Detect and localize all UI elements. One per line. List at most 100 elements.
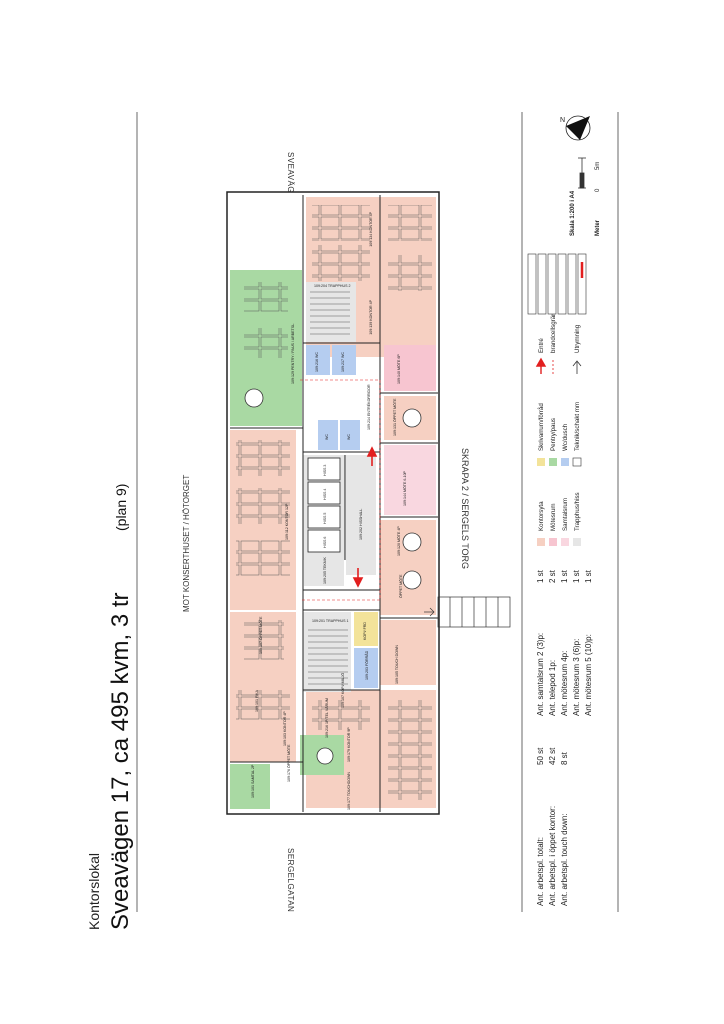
scale-five: 5m: [595, 162, 601, 170]
legend-swatch-motesrum: [549, 538, 557, 546]
zone-samtal-green: [230, 764, 270, 809]
stat-mote4-value: 1 st: [560, 569, 569, 583]
stat-telepod-label: Ant. telepod 1p:: [548, 660, 557, 716]
room-touchdown-b: 109:177 TOUCHDOWN: [347, 772, 351, 810]
stat-mote10-label: Ant. mötesrum 5 (10)p:: [584, 634, 593, 716]
legend-swatch-wc: [561, 458, 569, 466]
room-kontor-4p-c: 109:103 KONTOR 4P: [283, 711, 287, 746]
room-kontor-4p-b: 109:139 KONTOR 4P: [369, 299, 373, 334]
legend-swatch-teknik: [572, 457, 582, 467]
legend-label-pentry: Pentry/paus: [550, 418, 557, 451]
stat-mote4-label: Ant. mötesrum 4p:: [560, 651, 569, 716]
stat-touch-label: Ant. arbetspl. touch down:: [560, 814, 569, 907]
room-oppet-mote-c: 109:107 ÖPPET MÖTE: [259, 616, 263, 654]
scale-bar-icon: [527, 253, 587, 315]
zone-wc-3: [318, 420, 338, 450]
zone-meeting-6p: [384, 345, 436, 391]
entrance-legend-icon: [535, 357, 547, 374]
room-hiss-5: HISS 5: [323, 513, 327, 524]
legend-entre: Entré: [538, 338, 545, 353]
room-wc-d: WC: [347, 434, 351, 440]
zone-office-right-b: [380, 620, 436, 685]
zone-wc-2: [332, 345, 356, 375]
legend: Kontorsyta Mötesrum Samtalsrum Trapphus/…: [535, 309, 582, 546]
legend-swatch-pentry: [549, 458, 557, 466]
floor-plan: 109:134 KONTOR 4P 109:139 KONTOR 4P 109:…: [226, 191, 511, 815]
legend-brandcell: brandcellsgräns: [550, 309, 557, 353]
street-left: MOT KONSERTHUSET / HÖTORGET: [182, 475, 191, 612]
svg-text:N: N: [560, 117, 565, 124]
header-title: Sveavägen 17, ca 495 kvm, 3 tr: [107, 592, 134, 930]
exit-stair: [424, 596, 511, 628]
room-forrad: 109:203 FÖRRÅD: [364, 650, 369, 680]
stat-mote10-value: 1 st: [584, 569, 593, 583]
zone-teknik: [304, 560, 344, 586]
room-kopi-miljo: 109:107 KOPI/ MILJÖ: [341, 673, 345, 708]
stat-mote6-label: Ant. mötesrum 3 (6)p:: [572, 639, 581, 716]
room-oppet-mote-d: 109:176 ÖPPET MÖTE: [287, 744, 291, 782]
street-top: SVEAVÄGEN: [286, 152, 295, 205]
room-labels: 109:134 KONTOR 4P 109:139 KONTOR 4P 109:…: [251, 211, 407, 810]
room-wc-a: 109:216 WC: [315, 352, 319, 372]
scale-unit: Meter: [595, 219, 601, 236]
stair-treads: [308, 291, 350, 685]
header-category: Kontorslokal: [86, 853, 102, 930]
stat-total-label: Ant. arbetspl. totalt:: [536, 837, 545, 906]
scale-zero: 0: [595, 188, 601, 192]
room-fika: 109:101 FIKA: [255, 689, 259, 712]
scale-label: Skala 1:200 i A4: [570, 190, 576, 236]
elevator-cars: [307, 457, 341, 553]
room-touchdown-a: 109:105 TOUCH DOWN: [395, 645, 399, 684]
room-wc-b: 109:217 WC: [341, 352, 345, 372]
room-kontor-12p: 109:112 KONTOR 12P: [285, 503, 289, 540]
room-wc-c: WC: [325, 434, 329, 440]
legend-swatch-skrivarrum: [537, 458, 545, 466]
stat-open-label: Ant. arbetspl. i öppet kontor:: [548, 806, 557, 906]
room-teknik: 109:205 TEKNIK: [323, 556, 327, 584]
stat-touch-value: 8 st: [560, 751, 569, 765]
room-mote-10p: 109:144 MÖTE 6-10P: [403, 470, 407, 506]
room-kopi: KOPI/ FRD: [363, 622, 367, 640]
room-hiss-3: HISS 3: [323, 465, 327, 476]
street-bottom: SERGELGATAN: [286, 848, 295, 912]
zone-hisshall: [346, 455, 376, 575]
header-subtitle: (plan 9): [113, 484, 129, 531]
room-kontor-9p: 109:179 KONTOR 9P: [347, 727, 351, 762]
room-hiss-6: HISS 6: [323, 537, 327, 548]
legend-label-samtalsrum: Samtalsrum: [562, 498, 569, 531]
room-hisshall: 109:202 HISSHALL: [359, 509, 363, 540]
scale-block: Skala 1:200 i A4 Meter 5m 0 N: [527, 115, 601, 315]
header: Kontorslokal Sveavägen 17, ca 495 kvm, 3…: [86, 112, 138, 930]
legend-utrymning: Utrymning: [574, 324, 581, 353]
desk-groups: [236, 205, 432, 800]
street-right: SKRAPA 2 / SERGELS TORG: [460, 448, 470, 569]
room-trapphus-2: 109:204 TRAPPHUS 2: [314, 284, 351, 288]
zone-kopi: [354, 612, 378, 646]
room-oppet-mote-a: 109:131 ÖPPET MÖTE: [393, 398, 397, 436]
stat-telepod-value: 2 st: [548, 569, 557, 583]
room-mote-4p: 109:120 MÖTE 4P: [397, 526, 401, 556]
legend-swatch-kontorsyta: [537, 538, 545, 546]
room-motesrum-6p: 109:140 MÖTE 6P: [397, 354, 401, 384]
room-hiss-4: HISS 4: [323, 489, 327, 500]
zone-meeting-10p: [384, 445, 436, 515]
stat-total-value: 50 st: [536, 747, 545, 765]
stat-mote6-value: 1 st: [572, 569, 581, 583]
zone-wc-5: [354, 648, 378, 688]
fire-cell-line: [300, 379, 381, 601]
legend-label-trapphus: Trapphus/hiss: [574, 492, 581, 531]
room-trapphus-1: 109:201 TRAPPHUS 1: [312, 619, 349, 623]
zone-stair-1: [303, 612, 351, 692]
legend-label-kontorsyta: Kontorsyta: [538, 501, 545, 531]
stat-open-value: 42 st: [548, 747, 557, 765]
stat-samtal-label: Ant. samtalsrum 2 (3)p:: [536, 633, 545, 716]
room-sam-1p: 109:216 1P/TEL VÄRUM: [325, 698, 329, 738]
zone-wc-4: [340, 420, 360, 450]
room-kontor-4p-a: 109:134 KONTOR 4P: [369, 211, 373, 246]
room-entrekorridor: 109:214 ENTRÉKORRIDOR: [366, 384, 371, 430]
legend-label-motesrum: Mötesrum: [550, 503, 557, 531]
stats-left: Ant. arbetspl. totalt: 50 st Ant. arbets…: [536, 747, 569, 906]
room-oppet-mote-b: ÖPPET MÖTE: [399, 574, 403, 598]
legend-label-teknik: Teknik/schakt mm: [574, 402, 581, 451]
